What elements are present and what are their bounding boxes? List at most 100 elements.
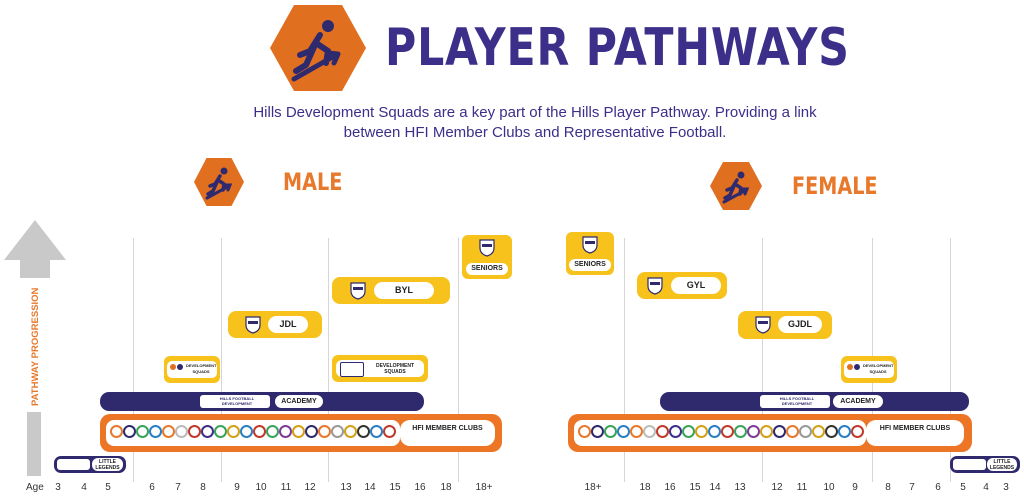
hfi-mini-logo: [340, 362, 364, 377]
club-badge-icon: [799, 425, 812, 438]
academy-logo-box: HILLS FOOTBALL DEVELOPMENT: [200, 395, 270, 408]
male-age-tick: 8: [200, 482, 206, 493]
female-runner-hex-icon: [710, 162, 762, 210]
female-age-tick: 18+: [584, 482, 602, 493]
clubs-logo-strip: [574, 420, 866, 446]
male-age-tick: 7: [175, 482, 181, 493]
female-gjdl-label: GJDL: [778, 316, 822, 333]
page-subtitle: Hills Development Squads are a key part …: [200, 103, 870, 143]
grid-line: [221, 238, 222, 482]
club-badge-icon: [643, 425, 656, 438]
grid-line: [458, 238, 459, 482]
clubs-logo-strip: [106, 420, 400, 446]
club-badge-icon: [695, 425, 708, 438]
runner-icon: [205, 167, 233, 200]
male-runner-hex-icon: [194, 158, 244, 206]
club-badge-icon: [656, 425, 669, 438]
female-age-tick: 15: [689, 482, 701, 493]
club-badge-icon: [214, 425, 227, 438]
club-badge-icon: [227, 425, 240, 438]
club-badge-icon: [240, 425, 253, 438]
grid-line: [328, 238, 329, 482]
runner-hex-icon: [270, 5, 366, 91]
club-badge-icon: [110, 425, 123, 438]
club-badge-icon: [266, 425, 279, 438]
male-age-tick: 15: [389, 482, 401, 493]
club-badge-icon: [773, 425, 786, 438]
female-hfi-dev-label: HILLS FOOTBALL DEVELOPMENT: [779, 396, 815, 406]
club-badge-icon: [292, 425, 305, 438]
club-badge-icon: [721, 425, 734, 438]
club-badge-icon: [604, 425, 617, 438]
male-seniors-label: SENIORS: [466, 263, 508, 275]
club-badge-icon: [838, 425, 851, 438]
club-badge-icon: [331, 425, 344, 438]
female-age-tick: 6: [935, 482, 941, 493]
female-age-tick: 16: [664, 482, 676, 493]
club-badge-icon: [734, 425, 747, 438]
male-age-tick: 9: [234, 482, 240, 493]
male-little-legends-label: LITTLE LEGENDS: [92, 458, 123, 471]
male-academy-label: ACADEMY: [275, 395, 323, 408]
club-badge-icon: [591, 425, 604, 438]
female-age-tick: 10: [823, 482, 835, 493]
female-gyl-label: GYL: [671, 277, 721, 294]
shield-logo-icon: [245, 316, 261, 334]
female-academy-bar: HILLS FOOTBALL DEVELOPMENT ACADEMY: [660, 392, 969, 411]
female-seniors-label: SENIORS: [569, 259, 611, 271]
male-jdl-label: JDL: [268, 316, 308, 333]
club-badge-icon: [149, 425, 162, 438]
female-dev-squads-block: DEVELOPMENT SQUADS: [841, 356, 897, 383]
female-age-tick: 8: [885, 482, 891, 493]
club-badge-icon: [747, 425, 760, 438]
male-dev-squads-block-a: DEVELOPMENT SQUADS: [164, 356, 220, 383]
male-age-tick: 18: [440, 482, 452, 493]
male-age-tick: 11: [280, 482, 292, 493]
male-age-tick: 3: [55, 482, 61, 493]
male-age-tick: 6: [149, 482, 155, 493]
club-badge-icon: [344, 425, 357, 438]
male-dev-squads-block-b: DEVELOPMENT SQUADS: [332, 355, 428, 382]
club-badge-icon: [847, 364, 853, 370]
club-badge-icon: [170, 364, 176, 370]
male-age-tick: 16: [414, 482, 426, 493]
male-little-legends-block: LITTLE LEGENDS: [54, 456, 126, 473]
female-age-tick: 14: [709, 482, 721, 493]
legends-logo-box: [953, 459, 986, 470]
female-age-tick: 4: [983, 482, 989, 493]
male-member-clubs-bar: HFI MEMBER CLUBS: [100, 414, 502, 452]
female-age-tick: 7: [909, 482, 915, 493]
runner-icon: [722, 171, 750, 204]
male-byl-label: BYL: [374, 282, 434, 299]
club-badge-icon: [123, 425, 136, 438]
club-badge-icon: [812, 425, 825, 438]
grid-line: [133, 238, 134, 482]
male-hfi-dev-label: HILLS FOOTBALL DEVELOPMENT: [219, 396, 255, 406]
male-dev-squads-label-b: DEVELOPMENT SQUADS: [375, 363, 415, 375]
club-badge-icon: [578, 425, 591, 438]
female-dev-squads-label: DEVELOPMENT SQUADS: [863, 363, 894, 374]
male-age-tick: 14: [364, 482, 376, 493]
male-age-tick: 12: [304, 482, 316, 493]
female-academy-label: ACADEMY: [833, 395, 883, 408]
club-badge-icon: [383, 425, 396, 438]
progression-label: PATHWAY PROGRESSION: [30, 287, 41, 406]
female-age-tick: 9: [852, 482, 858, 493]
club-badge-icon: [854, 364, 860, 370]
subtitle-line-2: between HFI Member Clubs and Representat…: [343, 124, 727, 141]
age-prefix: Age: [26, 482, 44, 493]
female-gyl-block: GYL: [637, 272, 727, 299]
shield-logo-icon: [755, 316, 771, 334]
club-badge-icon: [188, 425, 201, 438]
club-badge-icon: [370, 425, 383, 438]
club-badge-icon: [825, 425, 838, 438]
shield-logo-icon: [582, 236, 598, 254]
shield-logo-icon: [479, 239, 495, 257]
club-badge-icon: [279, 425, 292, 438]
female-label: FEMALE: [792, 172, 878, 200]
male-age-tick: 13: [340, 482, 352, 493]
club-badge-icon: [682, 425, 695, 438]
up-arrow-icon: [4, 220, 66, 476]
club-badge-icon: [617, 425, 630, 438]
female-age-tick: 11: [796, 482, 808, 493]
